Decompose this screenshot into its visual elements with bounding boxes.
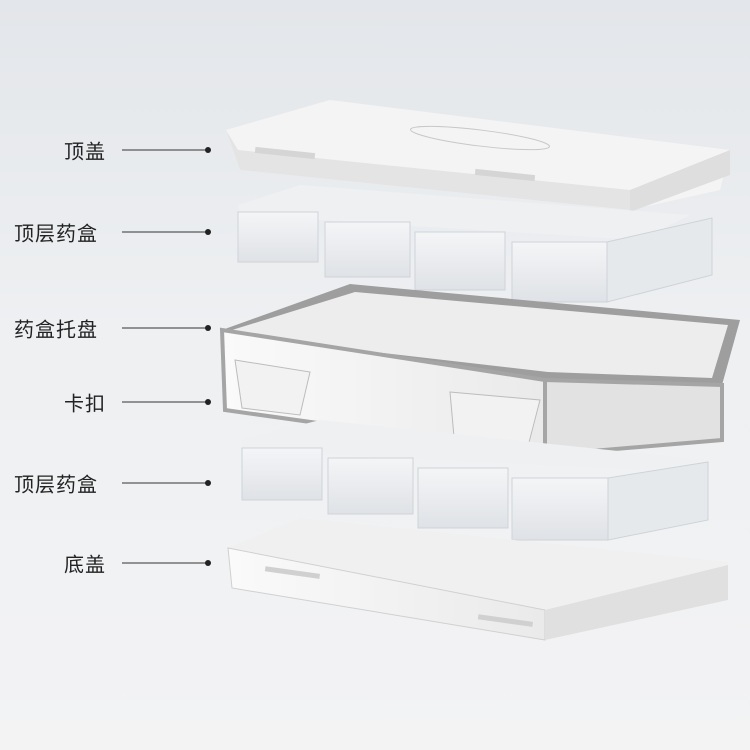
top-lid — [226, 100, 730, 212]
leader-dot — [205, 325, 211, 331]
label-pill-tray: 药盒托盘 — [14, 317, 98, 342]
bottom-pill-boxes — [241, 420, 709, 541]
label-bottom-pill-boxes: 顶层药盒 — [14, 472, 98, 497]
label-top-pill-boxes: 顶层药盒 — [14, 221, 98, 246]
leader-dot — [205, 560, 211, 566]
leader-line — [122, 401, 208, 403]
leader-line — [122, 562, 208, 564]
leader-line — [122, 327, 208, 329]
leader-dot — [205, 229, 211, 235]
label-clasp: 卡扣 — [64, 391, 106, 416]
leader-line — [122, 149, 208, 151]
label-bottom-lid: 底盖 — [64, 552, 106, 577]
leader-dot — [205, 147, 211, 153]
leader-dot — [205, 480, 211, 486]
label-top-lid: 顶盖 — [64, 139, 106, 164]
bottom-lid — [227, 518, 728, 641]
leader-line — [122, 482, 208, 484]
leader-line — [122, 231, 208, 233]
leader-dot — [205, 399, 211, 405]
top-pill-boxes — [237, 185, 713, 303]
